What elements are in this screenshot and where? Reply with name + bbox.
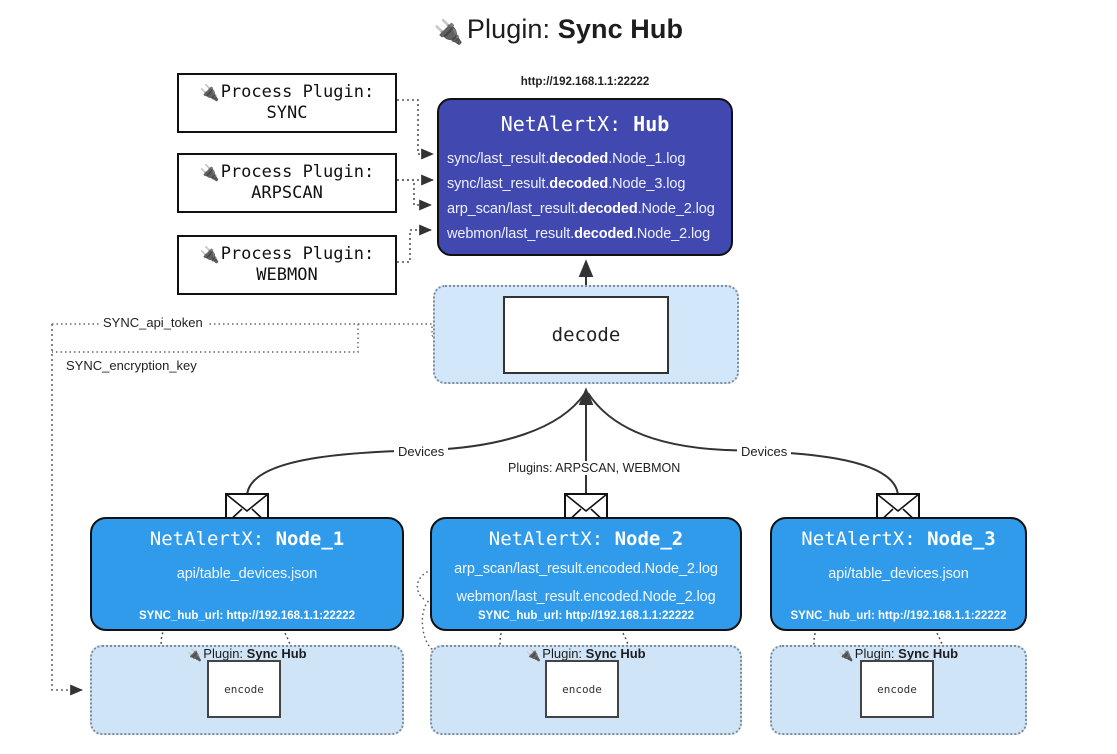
node-line: arp_scan/last_result.encoded.Node_2.log: [454, 561, 718, 577]
process-plugin-box-arpscan[interactable]: 🔌Process Plugin: ARPSCAN: [177, 153, 397, 213]
hub-log-line: sync/last_result.decoded.Node_1.log: [447, 151, 686, 167]
encode-box-node-2[interactable]: encode: [545, 660, 619, 718]
process-plugin-line2: WEBMON: [256, 265, 318, 285]
hub-url-label: http://192.168.1.1:22222: [520, 76, 650, 88]
process-plugin-box-sync[interactable]: 🔌Process Plugin: SYNC: [177, 73, 397, 133]
plug-icon: 🔌: [526, 648, 542, 662]
encode-box-node-1[interactable]: encode: [207, 660, 281, 718]
node-title: NetAlertX: Node_2: [488, 528, 684, 550]
encode-plugin-label-node-1: 🔌Plugin: Sync Hub: [187, 646, 307, 662]
process-plugin-line2: SYNC: [266, 103, 308, 123]
decode-box[interactable]: decode: [503, 296, 669, 374]
hub-log-line: webmon/last_result.decoded.Node_2.log: [447, 226, 711, 242]
edge-label-plugins-middle: Plugins: ARPSCAN, WEBMON: [504, 461, 685, 475]
edge-label-devices-right: Devices: [737, 444, 792, 459]
node-title: NetAlertX: Node_3: [801, 528, 996, 550]
page-title: 🔌Plugin: Sync Hub: [0, 14, 1117, 47]
process-plugin-line1: 🔌Process Plugin:: [199, 243, 375, 264]
plug-icon: 🔌: [199, 244, 220, 264]
plug-icon: 🔌: [187, 648, 203, 662]
hub-node[interactable]: NetAlertX: Hub sync/last_result.decoded.…: [437, 98, 733, 256]
encode-plugin-label-node-2: 🔌Plugin: Sync Hub: [526, 646, 646, 662]
node-footer: SYNC_hub_url: http://192.168.1.1:22222: [477, 610, 695, 622]
node-footer: SYNC_hub_url: http://192.168.1.1:22222: [790, 610, 1007, 622]
plug-icon: 🔌: [199, 162, 220, 182]
node-footer: SYNC_hub_url: http://192.168.1.1:22222: [138, 610, 356, 622]
node-box-node-2[interactable]: NetAlertX: Node_2 arp_scan/last_result.e…: [430, 517, 742, 631]
plug-icon: 🔌: [199, 82, 220, 102]
process-plugin-line1: 🔌Process Plugin:: [199, 161, 375, 182]
edge-label-sync-api-token: SYNC_api_token: [99, 315, 207, 330]
process-plugin-line1: 🔌Process Plugin:: [199, 81, 375, 102]
plug-icon: 🔌: [433, 19, 464, 46]
hub-log-line: sync/last_result.decoded.Node_3.log: [447, 176, 686, 192]
page-title-name: Sync Hub: [557, 14, 684, 44]
node-line: api/table_devices.json: [828, 566, 969, 582]
hub-title: NetAlertX: Hub: [500, 112, 670, 136]
node-box-node-3[interactable]: NetAlertX: Node_3 api/table_devices.json…: [770, 517, 1027, 631]
node-box-node-1[interactable]: NetAlertX: Node_1 api/table_devices.json…: [90, 517, 404, 631]
node-line: webmon/last_result.encoded.Node_2.log: [456, 589, 716, 605]
encode-plugin-label-node-3: 🔌Plugin: Sync Hub: [838, 646, 959, 662]
node-title: NetAlertX: Node_1: [149, 528, 345, 550]
plug-icon: 🔌: [838, 648, 854, 662]
encode-box-node-3[interactable]: encode: [860, 660, 934, 718]
page-title-prefix: Plugin:: [466, 14, 558, 44]
edge-label-devices-left: Devices: [394, 444, 449, 459]
node-line: api/table_devices.json: [176, 566, 318, 582]
process-plugin-box-webmon[interactable]: 🔌Process Plugin: WEBMON: [177, 235, 397, 295]
hub-log-line: arp_scan/last_result.decoded.Node_2.log: [447, 201, 715, 217]
edge-label-sync-encryption-key: SYNC_encryption_key: [62, 358, 201, 373]
process-plugin-line2: ARPSCAN: [251, 183, 323, 203]
